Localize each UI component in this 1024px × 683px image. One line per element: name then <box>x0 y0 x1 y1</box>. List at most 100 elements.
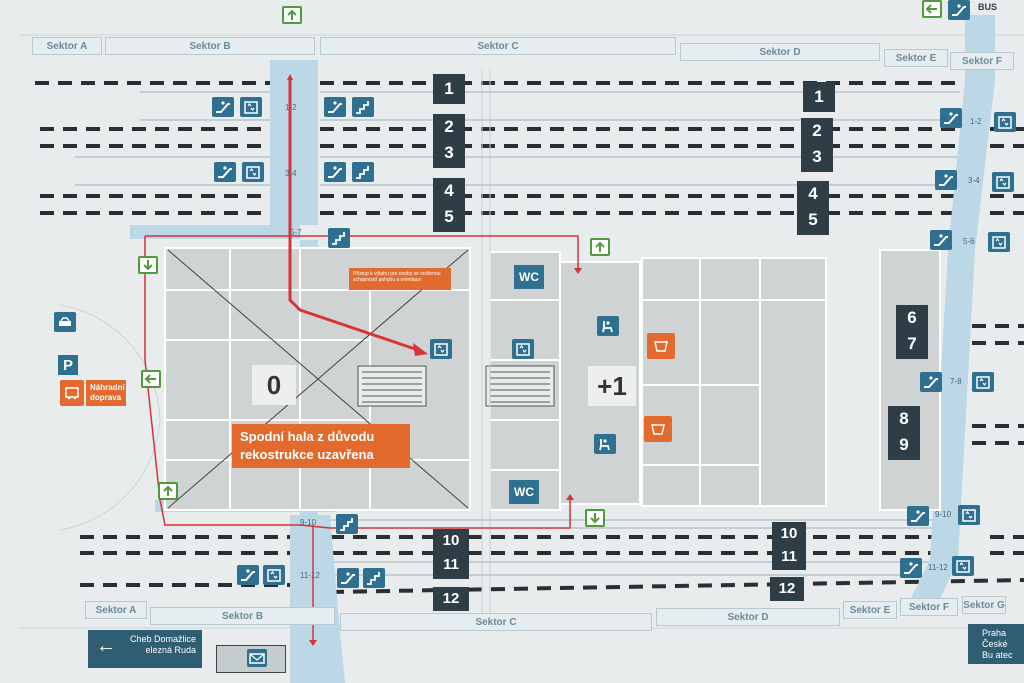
platform-12-east: 12 <box>770 577 804 601</box>
lift-icon <box>240 97 262 117</box>
bus-icon <box>60 380 84 406</box>
tracks <box>35 81 1024 594</box>
track-label-9-10-west: 9-10 <box>300 518 317 527</box>
exit-icon <box>590 238 610 256</box>
stairs-icon <box>328 228 350 248</box>
seating-icon <box>597 316 619 336</box>
sector-f-top: Sektor F <box>950 52 1014 70</box>
escalator-icon <box>935 170 957 190</box>
platform-6-7: 6 7 <box>896 305 928 359</box>
lift-icon <box>263 565 285 585</box>
track-label-1-2-east: 1-2 <box>970 117 982 126</box>
stairs-icon <box>352 162 374 182</box>
sector-a-bottom: Sektor A <box>85 601 147 619</box>
platform-12-west: 12 <box>433 587 469 611</box>
platform-4-5-east: 4 5 <box>797 181 829 235</box>
platform-3-label-east: 3 <box>812 147 822 166</box>
stairs-icon <box>363 568 385 588</box>
seating-icon <box>594 434 616 454</box>
platform-2-3-west: 2 3 <box>433 114 465 168</box>
platform-1-west: 1 <box>433 74 465 104</box>
lift-icon <box>430 339 452 359</box>
exit-icon <box>585 509 605 527</box>
sector-c-bottom: Sektor C <box>340 613 652 631</box>
sector-e-top: Sektor E <box>884 49 948 67</box>
lift-icon <box>512 339 534 359</box>
track-label-11-12-east: 11-12 <box>928 563 948 572</box>
parking-sign: P <box>58 355 78 375</box>
sector-a-top: Sektor A <box>32 37 102 55</box>
sector-c-top: Sektor C <box>320 37 676 55</box>
platform-1-east: 1 <box>803 82 835 112</box>
sector-f-bottom: Sektor F <box>900 598 958 616</box>
platform-8-9: 8 9 <box>888 406 920 460</box>
exit-icon <box>141 370 161 388</box>
sector-e-bottom: Sektor E <box>843 601 897 619</box>
lift-icon <box>992 172 1014 192</box>
platform-11-label-east: 11 <box>781 548 797 565</box>
platform-10-11-west: 10 11 <box>433 529 469 579</box>
shop-icon <box>644 416 672 442</box>
platform-6-label: 6 <box>907 308 917 327</box>
lift-route-arrow <box>288 80 419 352</box>
platform-4-label: 4 <box>444 181 454 200</box>
lift-icon <box>952 556 974 576</box>
platform-5-label: 5 <box>444 207 454 226</box>
lift-icon <box>988 232 1010 252</box>
track-label-3-4-west: 3-4 <box>285 169 297 178</box>
platform-2-label: 2 <box>444 117 454 136</box>
track-label-9-10-east: 9-10 <box>935 510 952 519</box>
direction-west: ← Cheb Domažlice elezná Ruda <box>88 630 202 668</box>
taxi-icon <box>54 312 76 332</box>
lift-icon <box>994 112 1016 132</box>
closed-hall-notice: Spodní hala z důvodu rekostrukce uzavřen… <box>232 424 410 468</box>
platform-11-label: 11 <box>443 556 459 573</box>
track-label-3-4-east: 3-4 <box>968 176 980 185</box>
escalator-icon <box>940 108 962 128</box>
floor-plus1-label: +1 <box>588 366 636 406</box>
platform-9-label: 9 <box>899 435 909 454</box>
arrow-left-icon: ← <box>96 635 116 657</box>
track-label-1-2-west: 1-2 <box>285 103 297 112</box>
escalator-icon <box>324 97 346 117</box>
platform-5-label-east: 5 <box>808 210 818 229</box>
sector-b-top: Sektor B <box>105 37 315 55</box>
mail-icon <box>247 649 267 667</box>
lift-access-note: Přístup k výtahu pro osoby se sníženou s… <box>349 268 451 290</box>
exit-icon <box>158 482 178 500</box>
lift-icon <box>242 162 264 182</box>
platform-10-label-east: 10 <box>780 525 798 542</box>
wc-icon: WC <box>514 265 544 289</box>
platform-4-label-east: 4 <box>808 184 818 203</box>
lift-icon <box>958 505 980 525</box>
direction-east: Praha České Bu atec <box>968 624 1024 664</box>
exit-icon <box>138 256 158 274</box>
sector-d-bottom: Sektor D <box>656 608 840 626</box>
platform-10-label: 10 <box>442 532 460 549</box>
escalator-icon <box>900 558 922 578</box>
track-label-11-12-west: 11-12 <box>300 571 320 580</box>
track-label-5-7-west: 5-7 <box>290 228 302 237</box>
platform-2-3-east: 2 3 <box>801 118 833 172</box>
escalator-icon <box>907 506 929 526</box>
shop-icon <box>647 333 675 359</box>
platform-10-11-east: 10 11 <box>772 522 806 570</box>
escalator-icon <box>930 230 952 250</box>
track-label-7-8-east: 7-8 <box>950 377 962 386</box>
sector-g-bottom: Sektor G <box>962 596 1006 614</box>
track-label-5-6-east: 5-6 <box>963 237 975 246</box>
escalator-icon <box>948 0 970 20</box>
sector-b-bottom: Sektor B <box>150 607 335 625</box>
exit-icon <box>922 0 942 18</box>
direction-west-text: Cheb Domažlice elezná Ruda <box>129 634 196 655</box>
bus-label: BUS <box>978 2 998 12</box>
platform-3-label: 3 <box>444 143 454 162</box>
replacement-transport-label: Náhradní doprava <box>86 380 126 406</box>
escalator-icon <box>337 568 359 588</box>
platform-2-label-east: 2 <box>812 121 822 140</box>
floor-0-label: 0 <box>252 365 296 405</box>
escalator-icon <box>214 162 236 182</box>
platform-7-label: 7 <box>907 334 917 353</box>
